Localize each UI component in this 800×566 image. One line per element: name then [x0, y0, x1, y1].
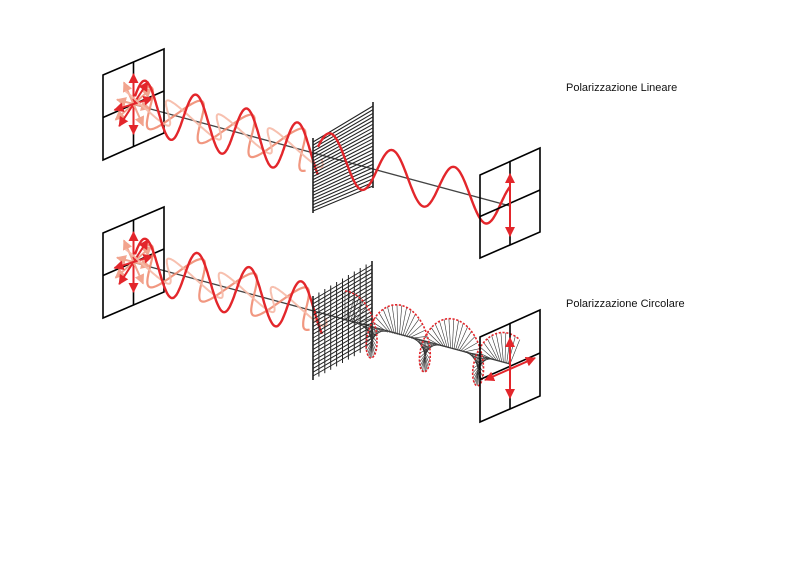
helix-spoke [366, 329, 379, 352]
helix-spoke [354, 311, 371, 324]
source-polarization-arrow [113, 95, 154, 113]
polarizer-slit [312, 131, 374, 165]
polarizer-slit [312, 178, 374, 206]
polarizer-slit [312, 141, 374, 174]
polarizer-slit [312, 163, 374, 193]
polarizer-slit [312, 105, 374, 143]
linear-unpolarized-wave-tertiary [124, 90, 324, 169]
circular-helix-spokes [344, 291, 520, 386]
helix-spoke [491, 335, 501, 362]
helix-spoke [434, 323, 446, 348]
helix-spoke [404, 313, 416, 337]
polarizer-slit [312, 152, 374, 184]
linear-polarization-scene [102, 47, 541, 260]
linear-polarization-label: Polarizzazione Lineare [566, 82, 678, 94]
helix-spoke [365, 329, 380, 348]
helix-spoke [375, 316, 390, 333]
helix-spoke [366, 330, 384, 339]
helix-spoke [396, 304, 399, 335]
helix-spoke [348, 294, 355, 322]
linear-polarizer-filter [312, 102, 374, 213]
helix-spoke [456, 326, 468, 351]
circular-polarization-scene [102, 205, 541, 424]
helix-spoke [409, 329, 426, 339]
helix-spoke [419, 343, 432, 367]
polarizer-slit [312, 127, 374, 162]
helix-spoke [455, 323, 464, 350]
helix-spoke [402, 310, 412, 337]
circular-polarizer-grid-filter [312, 261, 373, 380]
helix-spoke [458, 331, 472, 351]
helix-spoke [382, 309, 394, 334]
helix-spoke [465, 352, 482, 356]
polarizer-slit [312, 116, 374, 152]
helix-spoke [452, 319, 455, 349]
helix-spoke [349, 297, 360, 323]
helix-spoke [504, 332, 507, 363]
polarizer-slit [312, 167, 374, 196]
helix-spoke [400, 307, 407, 336]
helix-spoke [387, 306, 395, 334]
polarizer-slit [312, 112, 374, 149]
helix-spoke [453, 320, 459, 350]
helix-spoke [346, 291, 351, 322]
helix-spoke [460, 336, 476, 352]
helix-spoke [351, 301, 364, 323]
source-polarization-arrow [113, 253, 154, 271]
helix-spoke [422, 342, 440, 346]
helix-spoke [369, 326, 387, 333]
helix-spoke [427, 331, 443, 347]
circular-output-horizontal-arrow-icon [484, 357, 536, 381]
polarizer-slit [312, 123, 374, 159]
helix-spoke [356, 317, 373, 325]
helix-spoke [391, 305, 397, 335]
helix-spoke [443, 319, 450, 349]
helix-spoke [353, 306, 368, 324]
helix-spoke [431, 327, 445, 347]
polarizer-slit [312, 181, 374, 209]
polarizer-slit [312, 145, 374, 177]
helix-spoke [367, 329, 377, 355]
polarizer-slit [312, 120, 374, 155]
helix-spoke [399, 305, 403, 336]
circular-source-arrows-icon [113, 231, 154, 293]
circular-polarization-label: Polarizzazione Circolare [566, 298, 685, 310]
helix-spoke [463, 348, 481, 353]
polarizer-slit [312, 174, 374, 203]
circular-unpolarized-wave-secondary [146, 243, 311, 331]
circular-unpolarized-wave-primary [133, 237, 324, 335]
polarizer-slit [312, 156, 374, 187]
polarizer-slit [312, 160, 374, 190]
helix-spoke [412, 338, 430, 343]
helix-spoke [419, 343, 433, 363]
helix-spoke [405, 318, 420, 338]
circular-polarized-helix-wave [344, 290, 521, 387]
helix-spoke [410, 336, 428, 339]
linear-propagation-axis [131, 103, 511, 207]
circular-unpolarized-wave-tertiary [124, 248, 328, 328]
linear-polarized-wave [316, 132, 511, 225]
helix-spoke [415, 339, 431, 355]
helix-spoke [407, 323, 423, 338]
linear-unpolarized-wave-secondary [145, 85, 307, 172]
polarizer-slit [312, 149, 374, 181]
polarizer-slit [312, 170, 374, 200]
linear-unpolarized-wave-primary [133, 79, 320, 176]
helix-spoke [378, 312, 392, 334]
helix-spoke [461, 342, 479, 352]
helix-spoke [448, 318, 451, 349]
helix-spoke [439, 321, 448, 348]
